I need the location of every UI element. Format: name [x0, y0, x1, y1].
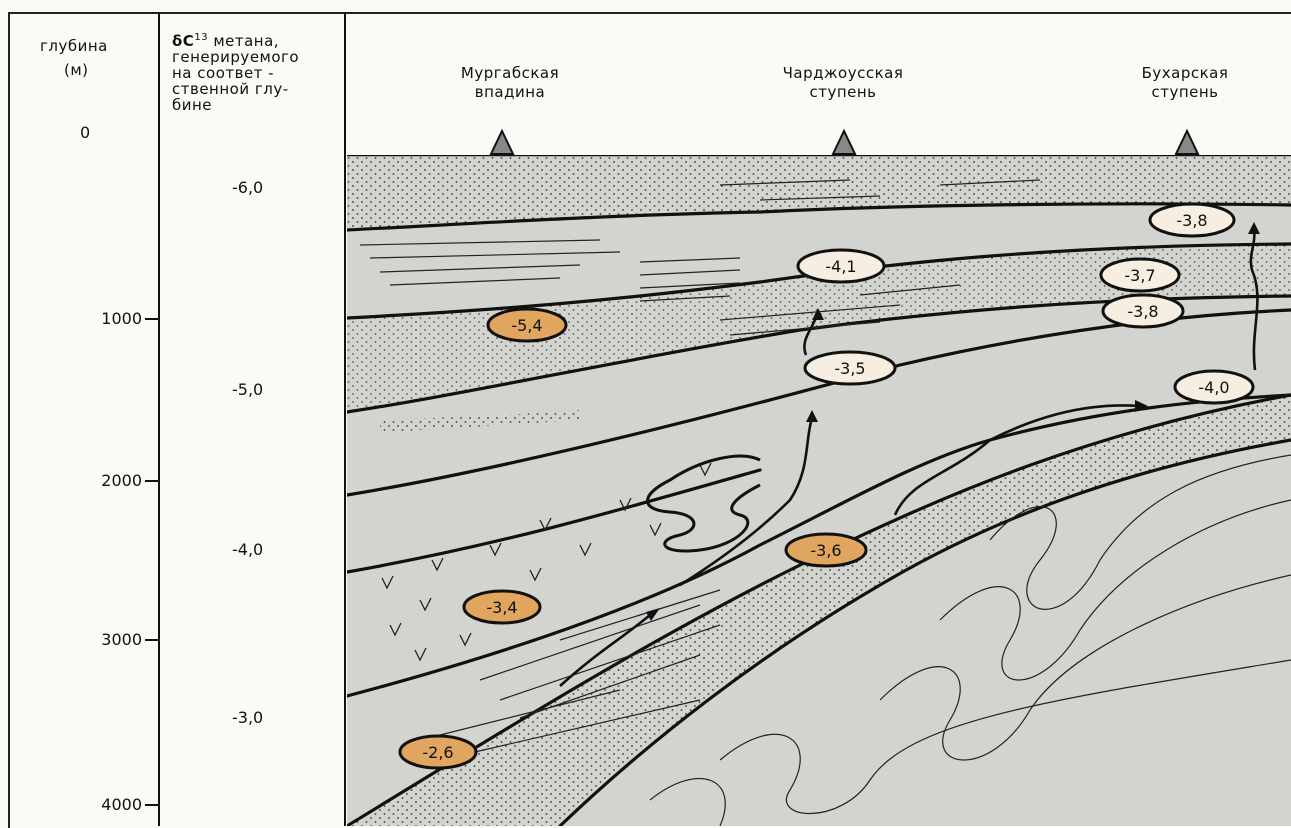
isotope-marker: -4,0 — [1175, 371, 1253, 403]
isotope-marker: -3,5 — [805, 352, 895, 384]
isotope-marker-label: -3,4 — [486, 598, 517, 617]
isotope-marker: -3,4 — [464, 591, 540, 623]
well-icon-murgab — [491, 131, 513, 154]
isotope-marker: -3,6 — [786, 534, 866, 566]
isotope-marker-label: -3,8 — [1127, 302, 1158, 321]
isotope-marker-label: -3,8 — [1176, 211, 1207, 230]
isotope-marker-label: -2,6 — [422, 743, 453, 762]
isotope-marker: -3,7 — [1101, 259, 1179, 291]
well-icon-chardzhou — [833, 131, 855, 154]
isotope-marker-label: -5,4 — [511, 316, 542, 335]
isotope-marker-label: -3,6 — [810, 541, 841, 560]
isotope-marker-label: -3,5 — [834, 359, 865, 378]
isotope-marker: -3,8 — [1150, 204, 1234, 236]
isotope-marker-label: -3,7 — [1124, 266, 1155, 285]
isotope-marker: -5,4 — [488, 309, 566, 341]
isotope-marker-label: -4,1 — [825, 257, 856, 276]
isotope-marker: -4,1 — [798, 250, 884, 282]
well-icon-bukhara — [1176, 131, 1198, 154]
isotope-marker: -3,8 — [1103, 295, 1183, 327]
isotope-marker: -2,6 — [400, 736, 476, 768]
isotope-marker-label: -4,0 — [1198, 378, 1229, 397]
